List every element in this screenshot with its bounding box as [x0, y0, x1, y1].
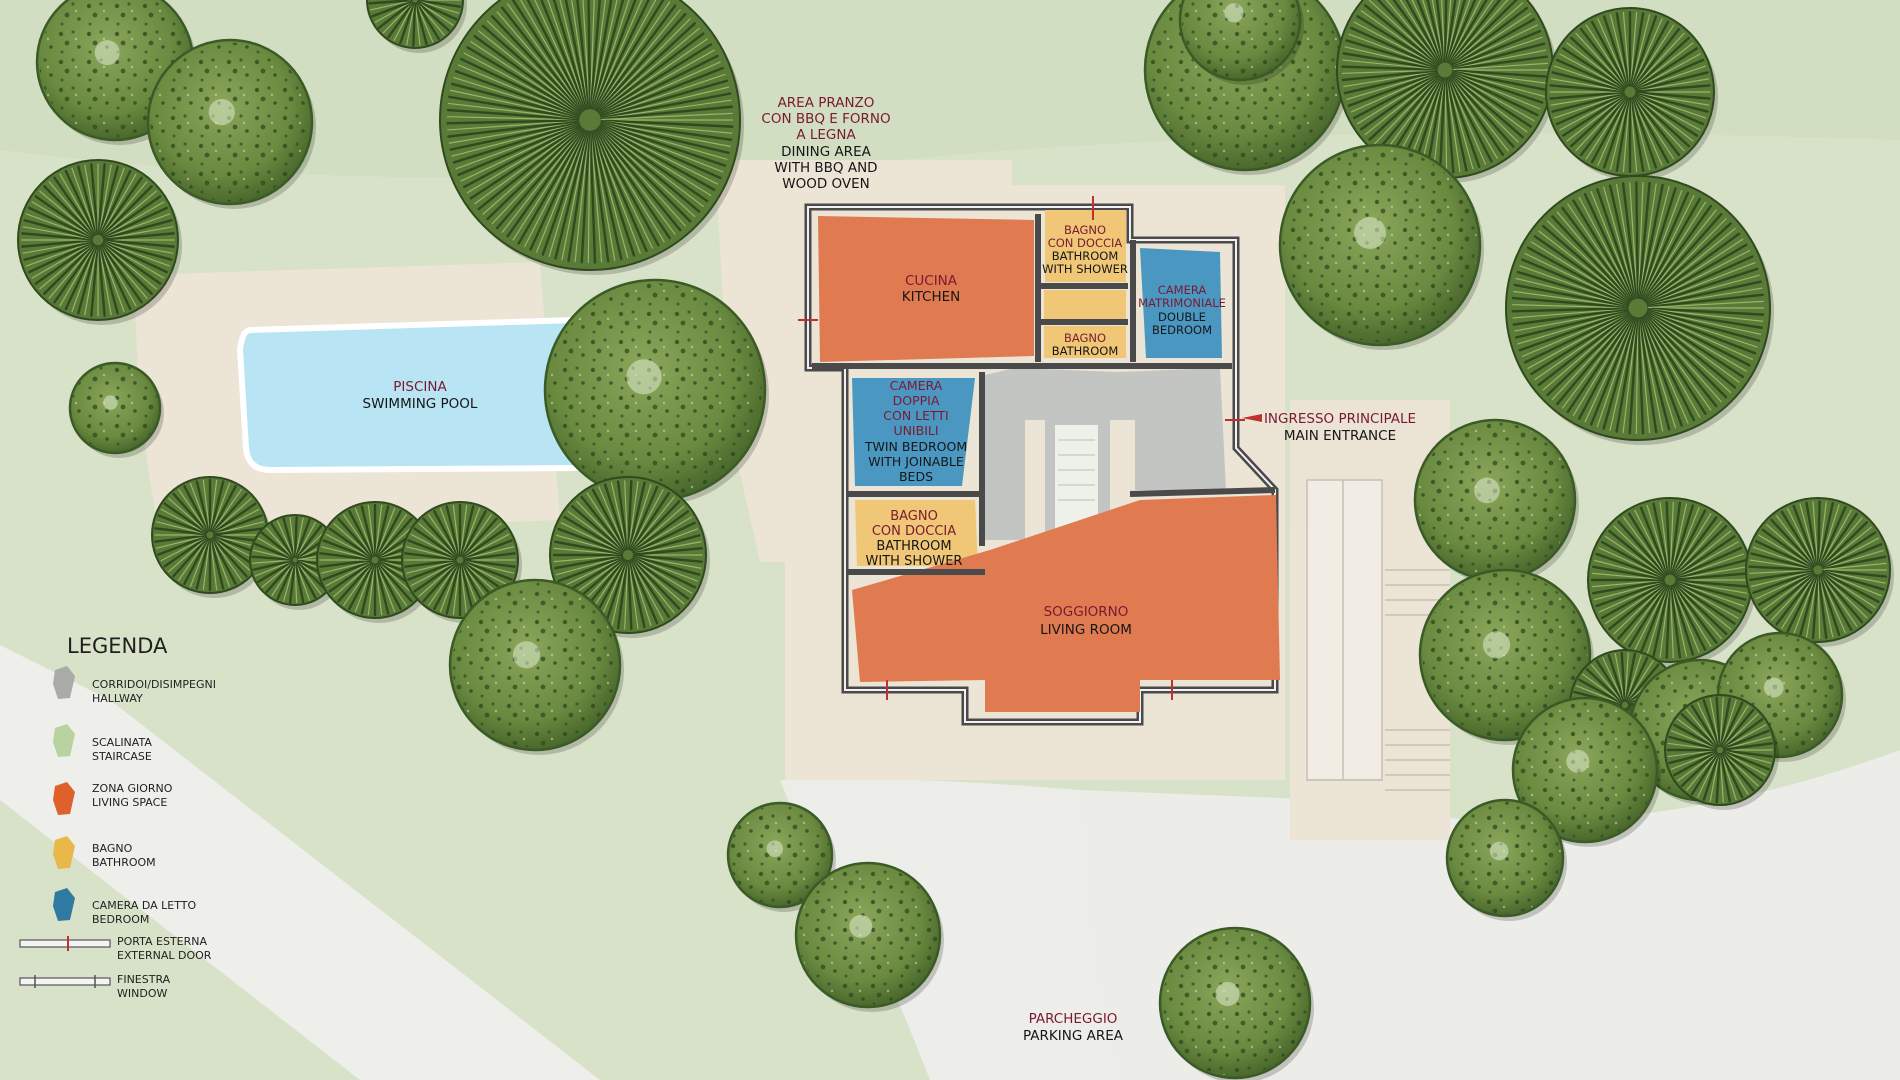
bath-small	[1044, 326, 1126, 358]
parking-label-it: PARCHEGGIO	[1029, 1011, 1118, 1027]
tree	[1511, 696, 1661, 847]
tree	[1158, 926, 1314, 1080]
legend-swatch-living	[53, 782, 75, 815]
tree	[1413, 418, 1579, 585]
tree	[726, 801, 836, 912]
living-label-it: SOGGIORNO	[1044, 604, 1129, 620]
tree	[1545, 7, 1718, 181]
tree	[439, 0, 744, 275]
double-bedroom-room	[1140, 248, 1222, 358]
legend-living-en: LIVING SPACE	[92, 796, 167, 809]
living-room	[852, 495, 1280, 712]
bath-small-label-it: BAGNO	[1064, 331, 1106, 345]
interior-staircase	[1055, 425, 1098, 535]
legend-window-en: WINDOW	[117, 987, 167, 1000]
bath-shower-low	[855, 500, 978, 566]
kitchen-label-it: CUCINA	[905, 273, 958, 289]
legend-staircase-it: SCALINATA	[92, 736, 152, 749]
pool-label-it: PISCINA	[393, 379, 447, 395]
legend-swatch-bedroom	[53, 888, 75, 921]
legend-window-it: FINESTRA	[117, 973, 171, 986]
tree	[1745, 497, 1894, 647]
tree	[1336, 0, 1557, 183]
legend-bathroom-en: BATHROOM	[92, 856, 156, 869]
legend-title: LEGENDA	[67, 634, 168, 658]
tree	[1178, 0, 1304, 85]
hallway	[985, 368, 1226, 540]
entrance-arrow-icon	[1242, 414, 1262, 422]
legend-door-en: EXTERNAL DOOR	[117, 949, 212, 962]
entrance-staircase	[1306, 479, 1450, 791]
legend-hallway-en: HALLWAY	[92, 692, 143, 705]
pool-label-en: SWIMMING POOL	[363, 396, 478, 412]
tree	[68, 361, 164, 458]
legend-door-it: PORTA ESTERNA	[117, 935, 207, 948]
legend-door-symbol	[19, 936, 111, 951]
legend-bedroom-en: BEDROOM	[92, 913, 149, 926]
twin-bedroom-room	[852, 378, 975, 486]
tree	[17, 159, 182, 325]
house	[798, 196, 1280, 726]
kitchen-label-en: KITCHEN	[902, 289, 961, 305]
entrance-label-it: INGRESSO PRINCIPALE	[1264, 411, 1416, 427]
legend-hallway-it: CORRIDOI/DISIMPEGNI	[92, 678, 216, 691]
parking-label-en: PARKING AREA	[1023, 1028, 1124, 1044]
bath-small-label-en: BATHROOM	[1052, 344, 1119, 358]
legend-bathroom-it: BAGNO	[92, 842, 133, 855]
tree	[543, 278, 769, 505]
tree	[1278, 143, 1484, 350]
trees	[17, 0, 1894, 1080]
diagonal-path	[0, 645, 600, 1080]
tree	[366, 0, 467, 53]
kitchen-room	[818, 216, 1034, 362]
legend-swatch-bathroom	[53, 836, 75, 869]
legend-bedroom-it: CAMERA DA LETTO	[92, 899, 196, 912]
tree	[1445, 798, 1567, 921]
tree	[249, 514, 344, 610]
tree	[1587, 497, 1756, 667]
legend-window-symbol	[19, 975, 111, 988]
tree	[448, 578, 624, 755]
legend-swatch-staircase	[53, 724, 75, 757]
tree	[1505, 175, 1774, 445]
tree	[1664, 694, 1779, 810]
tree	[146, 38, 316, 209]
tree	[1418, 568, 1594, 745]
legend-swatch-hallway	[53, 666, 75, 699]
bath-corridor-strip	[1044, 290, 1126, 320]
tree	[794, 861, 944, 1012]
entrance-label-en: MAIN ENTRANCE	[1284, 428, 1396, 444]
bath-shower-top	[1045, 210, 1126, 282]
living-label-en: LIVING ROOM	[1040, 622, 1132, 638]
legend: LEGENDA CORRIDOI/DISIMPEGNI HALLWAY SCAL…	[19, 634, 216, 1000]
legend-living-it: ZONA GIORNO	[92, 782, 173, 795]
legend-staircase-en: STAIRCASE	[92, 750, 152, 763]
tree	[151, 476, 272, 598]
